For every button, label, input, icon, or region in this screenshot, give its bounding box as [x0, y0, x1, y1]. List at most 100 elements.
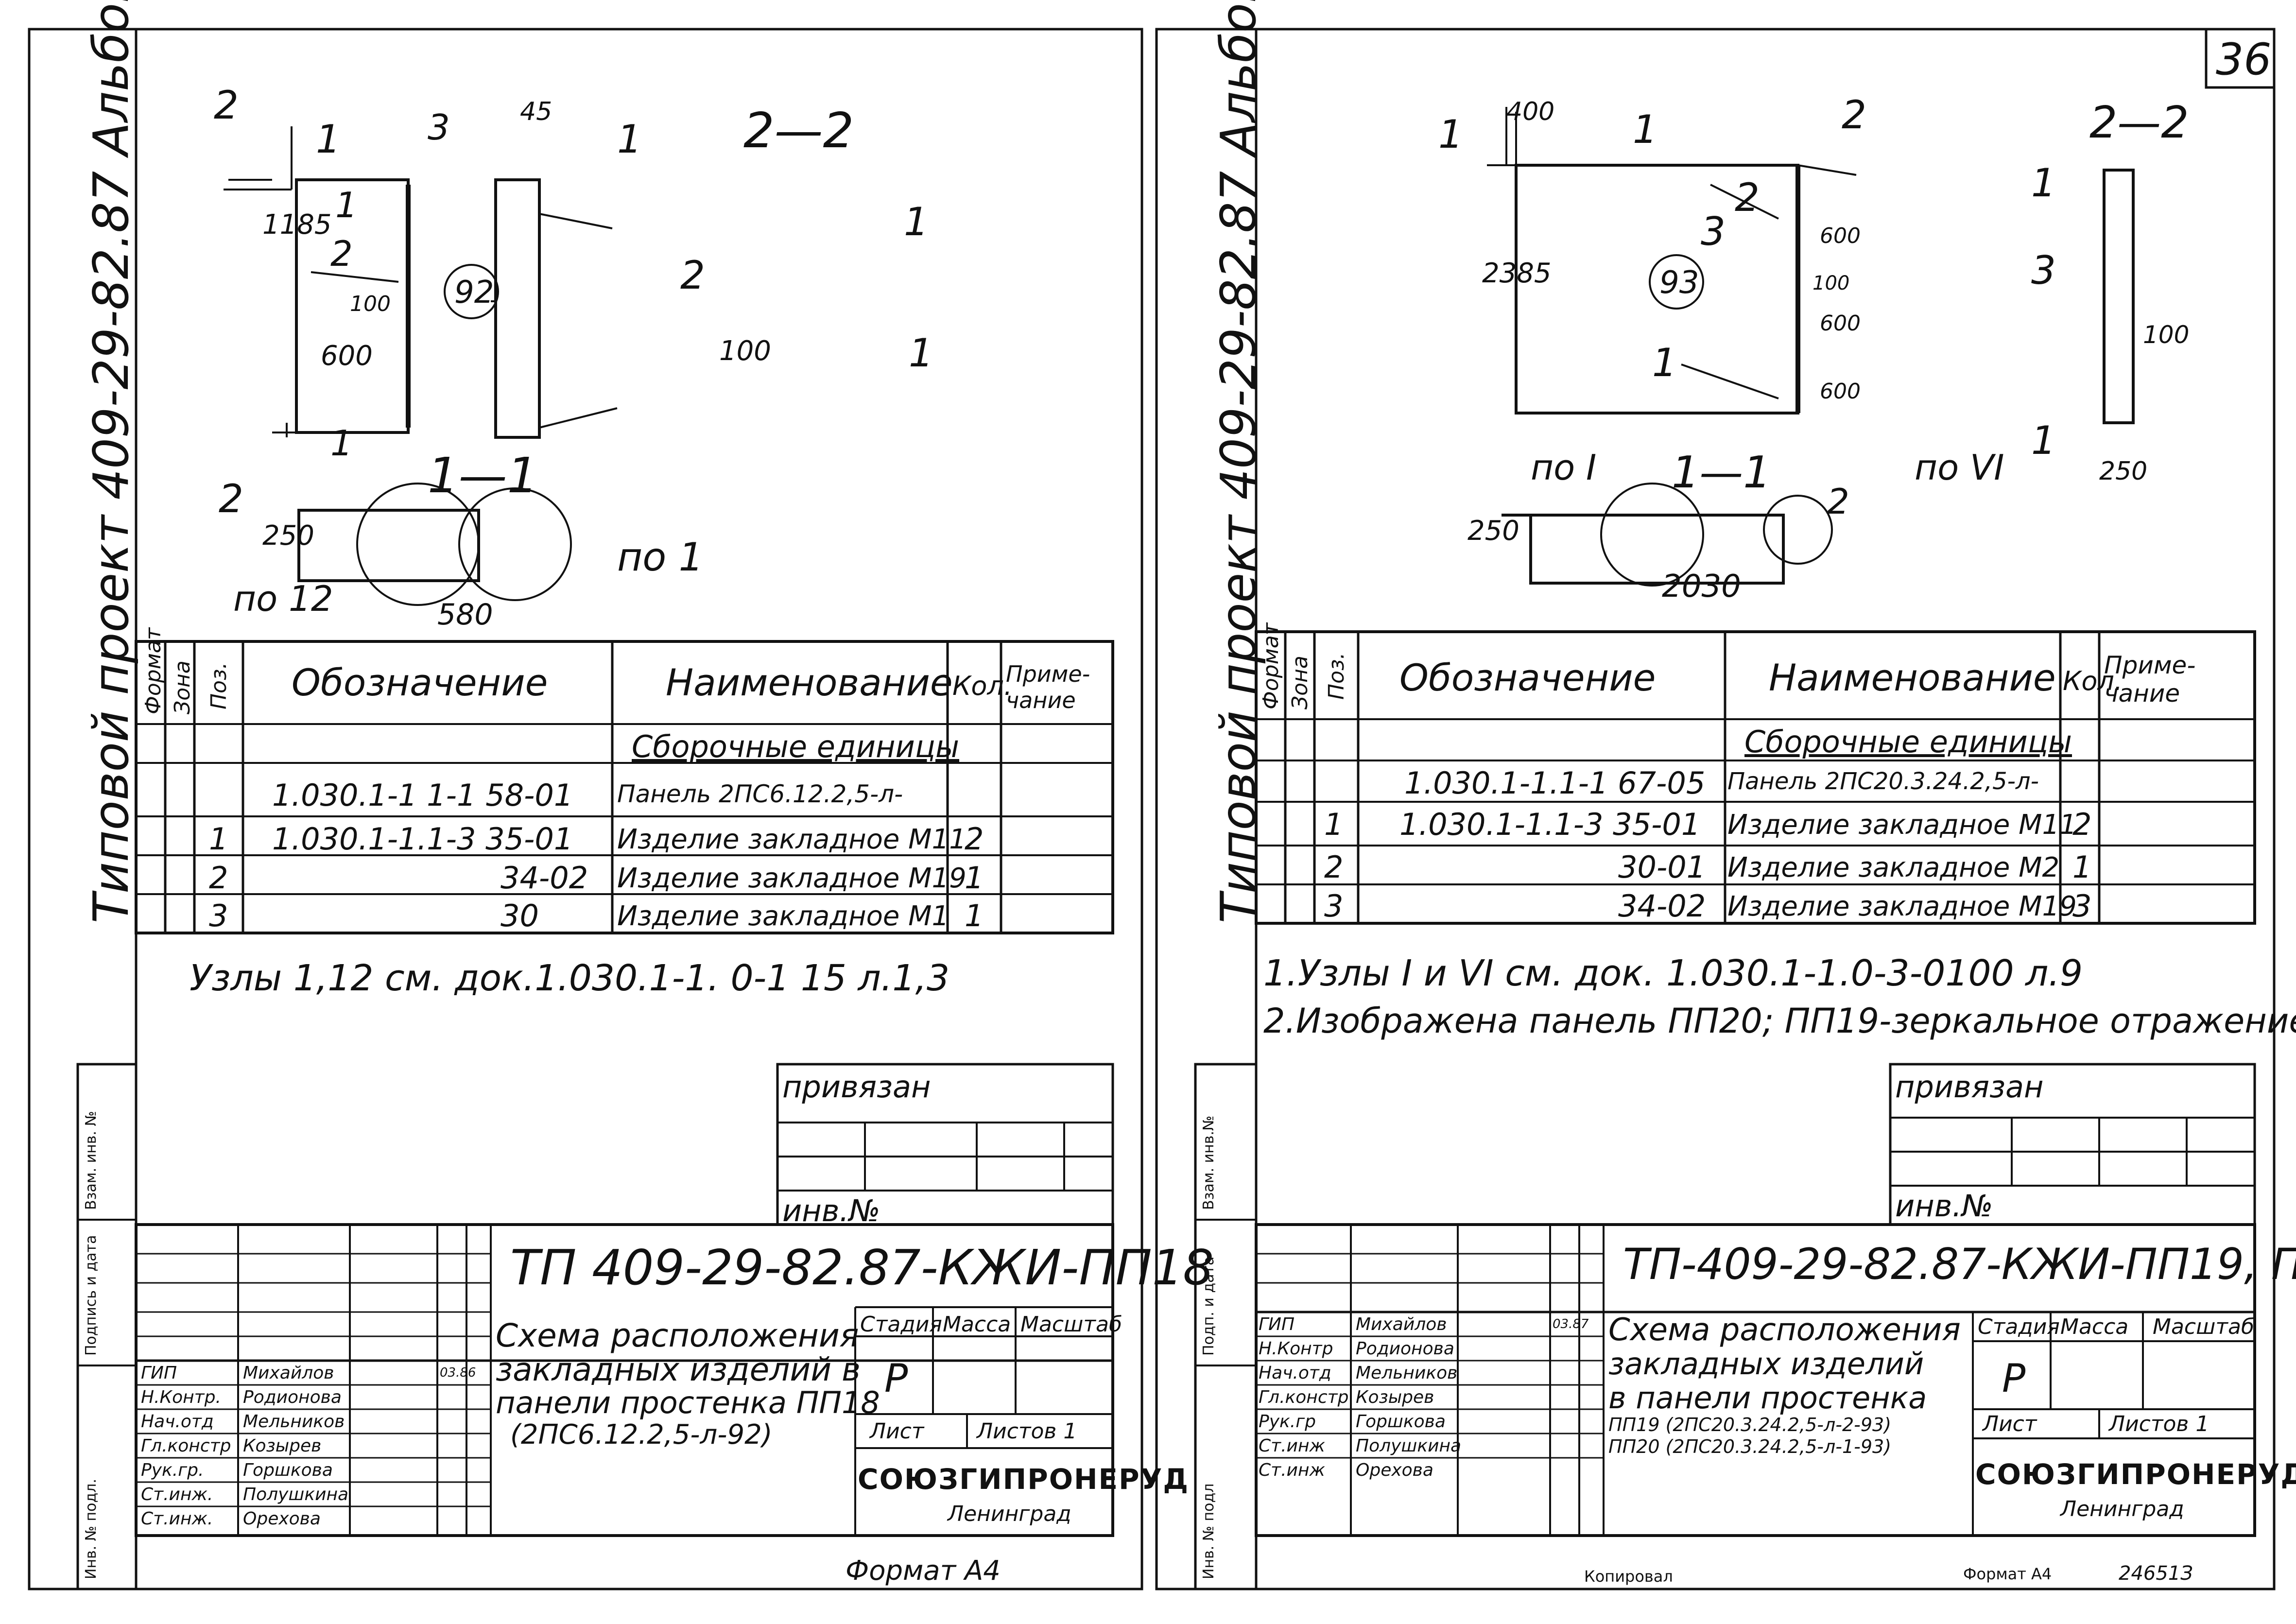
right-22-dim250: 250	[2099, 457, 2148, 486]
left-mark: 92	[454, 275, 494, 311]
right-stamp-vzam: Взам. инв.№	[1200, 1115, 1217, 1210]
left-row2-pos: 2	[209, 860, 228, 896]
left-name-0: Михайлов	[243, 1363, 334, 1383]
right-row1-name: Изделие закладное М11	[1727, 809, 2077, 841]
left-role-5: Ст.инж.	[141, 1485, 213, 1504]
left-row2-qty: 1	[965, 860, 984, 896]
left-mass-label: Масса	[943, 1312, 1011, 1337]
right-note-0: 1.Узлы I и VI см. док. 1.030.1-1.0-3-010…	[1263, 952, 2083, 994]
right-name-4: Горшкова	[1356, 1412, 1446, 1432]
right-row1-pos: 1	[1324, 807, 1344, 842]
right-privyazan: привязан	[1895, 1069, 2044, 1105]
left-sheet: Типовой проект 409-29-82.87 Альбом 3 2 1…	[0, 0, 1214, 1624]
right-col-designation: Обозначение	[1399, 656, 1656, 699]
left-node-12: по 12	[233, 578, 333, 619]
left-stamp-podpis: Подпись и дата	[83, 1235, 100, 1356]
right-spec-section: Сборочные единицы	[1744, 724, 2072, 760]
left-role-1: Н.Контр.	[141, 1387, 221, 1407]
right-copied: Копировал	[1584, 1567, 1673, 1586]
right-sheet: 36 Типовой проект 409-29-82.87 Альбом 3 …	[1147, 0, 2296, 1624]
left-row3-pos: 3	[209, 898, 228, 933]
left-scale-label: Масштаб	[1020, 1312, 1122, 1337]
right-doc-code: ТП-409-29-82.87-КЖИ-ПП19, ПП20.	[1623, 1239, 2296, 1289]
left-dim-580: 580	[437, 598, 493, 632]
right-11-pos2: 2	[1827, 481, 1849, 522]
right-label-2: 2	[1842, 92, 1866, 138]
left-row1-designation: 1.030.1-1.1-3 35-01	[272, 821, 573, 857]
left-role-2: Нач.отд	[141, 1412, 214, 1432]
right-col-name: Наименование	[1769, 656, 2056, 699]
right-22-dim100: 100	[2143, 321, 2190, 349]
right-row2-designation: 30-01	[1618, 849, 1706, 885]
left-date: 03.86	[440, 1365, 476, 1380]
right-sheet-label: Лист	[1983, 1412, 2037, 1436]
left-section-22: 2—2	[743, 102, 854, 159]
left-pos2: 2	[330, 233, 353, 274]
left-sheet-linework	[28, 28, 1143, 1590]
right-row1-qty: 2	[2072, 807, 2092, 842]
left-name-1: Родионова	[243, 1387, 342, 1407]
right-title-line2: в панели простенка	[1608, 1380, 1927, 1416]
right-title-line1: закладных изделий	[1608, 1346, 1924, 1382]
left-pos1-b: 1	[330, 423, 353, 464]
left-row1-qty: 2	[965, 821, 984, 857]
left-col-qty: Кол.	[952, 671, 1013, 701]
right-col-pos: Поз.	[1324, 652, 1349, 700]
right-title-line0: Схема расположения	[1608, 1312, 1961, 1348]
right-dim-600c: 600	[1820, 379, 1861, 404]
left-dim-1185: 1185	[262, 209, 332, 241]
left-col-pos: Поз.	[207, 662, 231, 709]
right-dim-100: 100	[1813, 272, 1850, 294]
left-inv-no: инв.№	[782, 1193, 880, 1228]
right-pos2: 2	[1735, 175, 1760, 220]
right-row1-designation: 1.030.1-1.1-3 35-01	[1399, 807, 1701, 842]
left-role-0: ГИП	[141, 1363, 177, 1383]
left-sheet-label: Лист	[870, 1419, 924, 1444]
right-stage-label: Стадия	[1978, 1314, 2060, 1339]
right-role-5: Ст.инж	[1259, 1436, 1325, 1456]
right-role-0: ГИП	[1259, 1314, 1295, 1334]
right-stage: Р	[2002, 1356, 2026, 1401]
left-name-4: Горшкова	[243, 1460, 333, 1480]
left-label-3: 3	[428, 107, 450, 148]
right-22-pos1a: 1	[2031, 160, 2056, 206]
left-col-zone: Зона	[170, 660, 195, 714]
left-note-0: Узлы 1,12 см. док.1.030.1-1. 0-1 15 л.1,…	[190, 957, 950, 999]
right-name-6: Орехова	[1356, 1460, 1433, 1480]
right-dim-250: 250	[1467, 515, 1519, 547]
left-node-1: по 1	[617, 535, 704, 580]
right-scale-label: Масштаб	[2153, 1314, 2255, 1339]
left-stage-label: Стадия	[860, 1312, 942, 1337]
right-name-3: Козырев	[1356, 1387, 1434, 1407]
left-role-3: Гл.констр	[141, 1436, 231, 1456]
left-spec-section: Сборочные единицы	[632, 729, 960, 764]
left-row0-designation: 1.030.1-1 1-1 58-01	[272, 777, 573, 813]
left-row3-name: Изделие закладное М1	[617, 900, 949, 932]
left-pos1-a: 1	[335, 185, 358, 225]
right-dim-600a: 600	[1820, 224, 1861, 248]
right-date: 03.87	[1553, 1317, 1589, 1331]
left-sheets-label: Листов 1	[977, 1419, 1077, 1444]
left-22-pos1a: 1	[904, 199, 929, 244]
page-number: 36	[2216, 34, 2272, 85]
left-dim-100: 100	[350, 292, 391, 316]
right-node-I: по I	[1531, 447, 1597, 488]
right-dim-2385: 2385	[1482, 258, 1552, 289]
left-col-name: Наименование	[666, 661, 953, 704]
left-role-4: Рук.гр.	[141, 1460, 204, 1480]
left-org: СОЮЗГИПРОНЕРУД	[858, 1463, 1190, 1496]
right-inv-no: инв.№	[1895, 1188, 1993, 1224]
right-title-line3: ПП19 (2ПС20.3.24.2,5-л-2-93)	[1608, 1414, 1892, 1435]
right-stamp-inv: Инв. № подл	[1200, 1483, 1217, 1579]
right-sheet-linework	[1155, 28, 2276, 1590]
left-row1-pos: 1	[209, 821, 228, 857]
left-row0-name: Панель 2ПС6.12.2,5-л-	[617, 780, 903, 808]
right-col-note: Приме-чание	[2104, 651, 2196, 708]
left-format: Формат А4	[846, 1555, 1001, 1587]
right-row2-name: Изделие закладное М2	[1727, 852, 2060, 883]
left-stamp-inv: Инв. № подл.	[83, 1479, 100, 1579]
right-dim-400: 400	[1506, 97, 1555, 126]
left-label-2b: 2	[219, 476, 243, 521]
right-section-11: 1—1	[1672, 447, 1771, 498]
right-row3-pos: 3	[1324, 888, 1344, 924]
